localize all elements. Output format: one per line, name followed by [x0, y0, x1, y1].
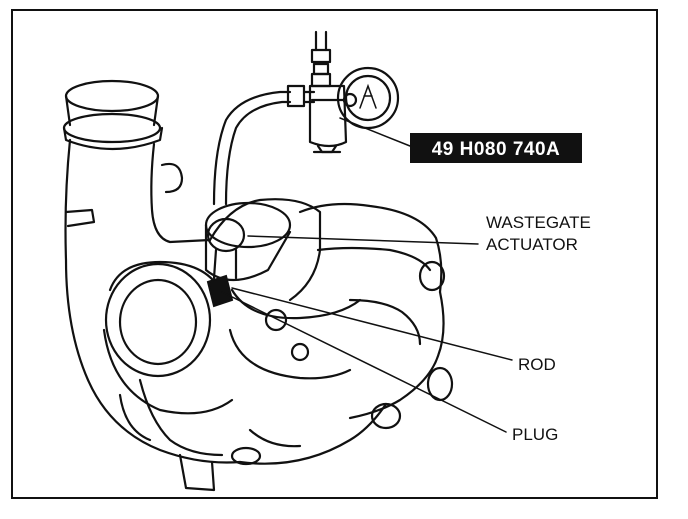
tool-leader-line [339, 117, 411, 147]
vacuum-pump-tool [286, 30, 400, 154]
wastegate-actuator [204, 201, 292, 281]
vacuum-hose-inner [224, 100, 292, 206]
plug-part [206, 274, 234, 308]
wastegate-leader-line [247, 235, 479, 245]
tool-number-label: 49 H080 740A [432, 139, 561, 160]
plug-leader-line [221, 291, 507, 433]
tool-number-box [410, 133, 582, 163]
turbocharger-body [62, 79, 454, 492]
plug-label: PLUG [512, 425, 558, 444]
wastegate-label-line2: ACTUATOR [486, 235, 578, 254]
rod-label: ROD [518, 355, 556, 374]
diagram-frame [11, 9, 658, 499]
wastegate-label-line1: WASTEGATE [486, 213, 591, 232]
vacuum-hose [212, 90, 292, 206]
rod-leader-line [231, 287, 513, 361]
